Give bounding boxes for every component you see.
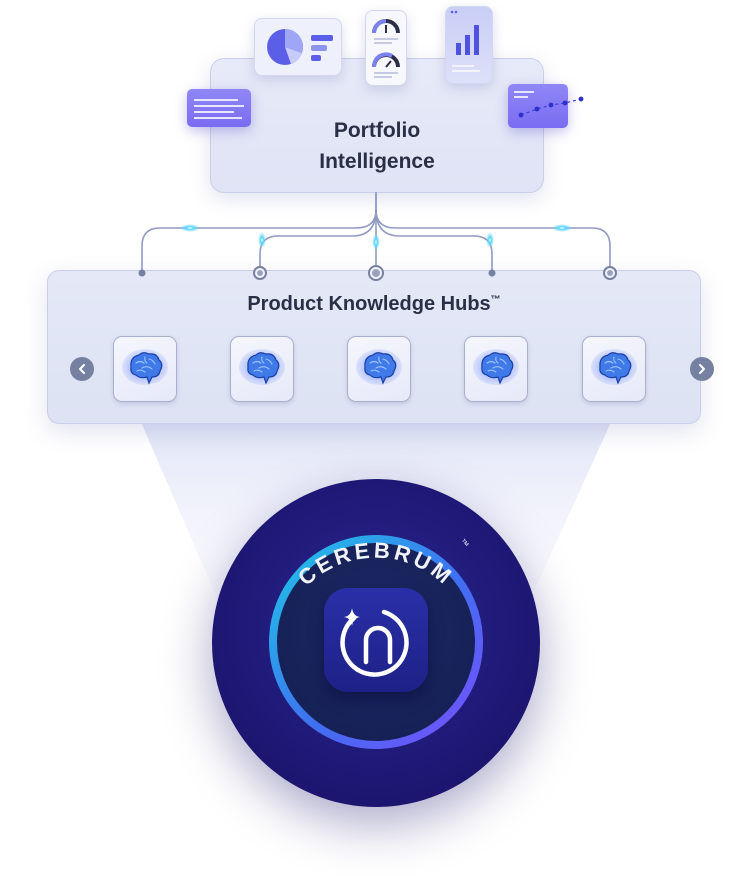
connector-lines	[141, 192, 611, 272]
brain-icon	[356, 349, 402, 385]
hubs-title: Product Knowledge Hubs™	[247, 293, 501, 315]
pie-chart-widget	[254, 18, 342, 76]
bar-chart-icon	[450, 10, 480, 72]
cerebrum-trademark: ™	[458, 537, 471, 550]
carousel-prev-button[interactable]	[70, 357, 94, 381]
brain-icon	[239, 349, 285, 385]
brain-icon	[591, 349, 637, 385]
connector-glows	[180, 224, 572, 250]
product-knowledge-hubs-panel: Product Knowledge Hubs™	[47, 270, 714, 424]
n-sparkle-logo-icon	[340, 608, 409, 677]
hub-tile-4[interactable]	[464, 336, 528, 402]
trend-line-icon	[518, 96, 584, 118]
gauge-icon	[372, 19, 400, 78]
brain-icon	[473, 349, 519, 385]
hub-tile-1[interactable]	[113, 336, 177, 402]
bar-chart-widget	[445, 6, 493, 84]
connector-nodes	[138, 265, 617, 281]
hub-tile-5[interactable]	[582, 336, 646, 402]
hub-tile-2[interactable]	[230, 336, 294, 402]
brain-icon	[122, 349, 168, 385]
pie-chart-icon	[267, 28, 333, 65]
line-chart-icon	[514, 91, 534, 98]
chevron-right-icon	[699, 364, 705, 374]
text-lines-widget	[187, 89, 251, 127]
portfolio-title: Portfolio Intelligence	[319, 119, 435, 173]
line-chart-widget	[508, 84, 568, 128]
chevron-left-icon	[79, 364, 85, 374]
hub-tile-3[interactable]	[347, 336, 411, 402]
carousel-next-button[interactable]	[690, 357, 714, 381]
text-lines-icon	[194, 99, 244, 119]
gauge-widget	[365, 10, 407, 86]
